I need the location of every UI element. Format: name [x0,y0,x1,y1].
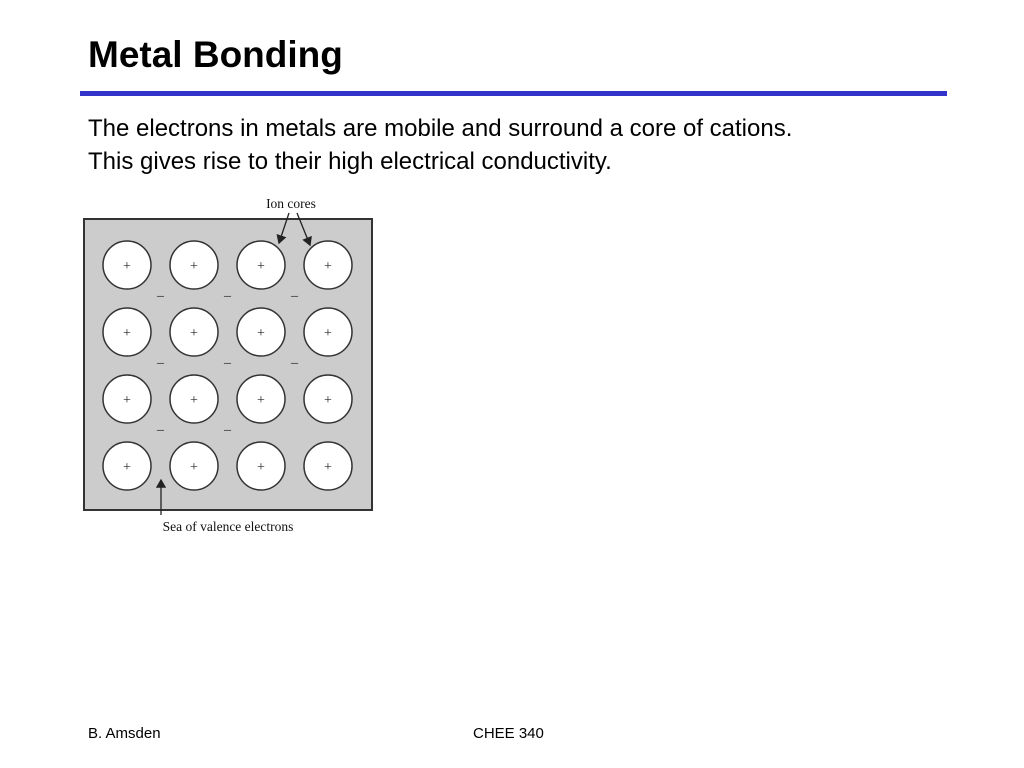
ion-charge-symbol: + [257,460,265,475]
ion-charge-symbol: + [324,460,332,475]
ion-charge-symbol: + [123,393,131,408]
electron-symbol: – [223,289,232,304]
electron-symbol: – [290,289,299,304]
ion-charge-symbol: + [190,460,198,475]
ion-charge-symbol: + [190,259,198,274]
ion-core [303,307,353,357]
ion-core [102,441,152,491]
ion-core [236,240,286,290]
title-divider [80,91,947,96]
slide-body: The electrons in metals are mobile and s… [88,112,968,178]
ion-core [169,240,219,290]
footer-course: CHEE 340 [473,725,544,742]
ion-cores-arrow-right [296,212,312,247]
ion-charge-symbol: + [190,393,198,408]
ion-core [303,441,353,491]
metal-bonding-diagram: + + + + + + + + + + + + + + + + – – – – – – – – Ion cores Sea … [70,188,400,548]
ion-core [236,374,286,424]
body-line-2: This gives rise to their high electrical… [88,148,612,175]
ion-core [102,307,152,357]
ion-core [102,240,152,290]
ion-cores-label: Ion cores [266,196,316,211]
ion-charge-symbol: + [257,393,265,408]
electron-symbol: – [156,289,165,304]
ion-core [303,240,353,290]
ion-core [236,441,286,491]
ion-core [169,374,219,424]
body-line-1: The electrons in metals are mobile and s… [88,115,793,142]
electron-symbol: – [290,356,299,371]
ion-core [236,307,286,357]
electron-markers: – – – – – – – – [156,289,299,438]
ion-charge-symbol: + [257,326,265,341]
ion-charge-symbol: + [123,460,131,475]
ion-charge-symbol: + [190,326,198,341]
ion-charge-symbol: + [257,259,265,274]
ion-charge-symbol: + [324,259,332,274]
ion-core [102,374,152,424]
electron-symbol: – [156,356,165,371]
electron-symbol: – [223,356,232,371]
ion-core [303,374,353,424]
ion-charge-symbol: + [123,326,131,341]
ion-cores-arrow-left [276,212,290,245]
ion-core [169,441,219,491]
ion-charge-symbol: + [324,326,332,341]
slide-title: Metal Bonding [88,34,343,75]
electron-symbol: – [223,423,232,438]
sea-of-valence-electrons-label: Sea of valence electrons [163,519,294,534]
ion-charge-symbol: + [324,393,332,408]
ion-core [169,307,219,357]
ion-charge-symbol: + [123,259,131,274]
ion-core-grid: + + + + + + + + + + + + + + + + [102,240,353,491]
electron-symbol: – [156,423,165,438]
footer-author: B. Amsden [88,725,161,742]
